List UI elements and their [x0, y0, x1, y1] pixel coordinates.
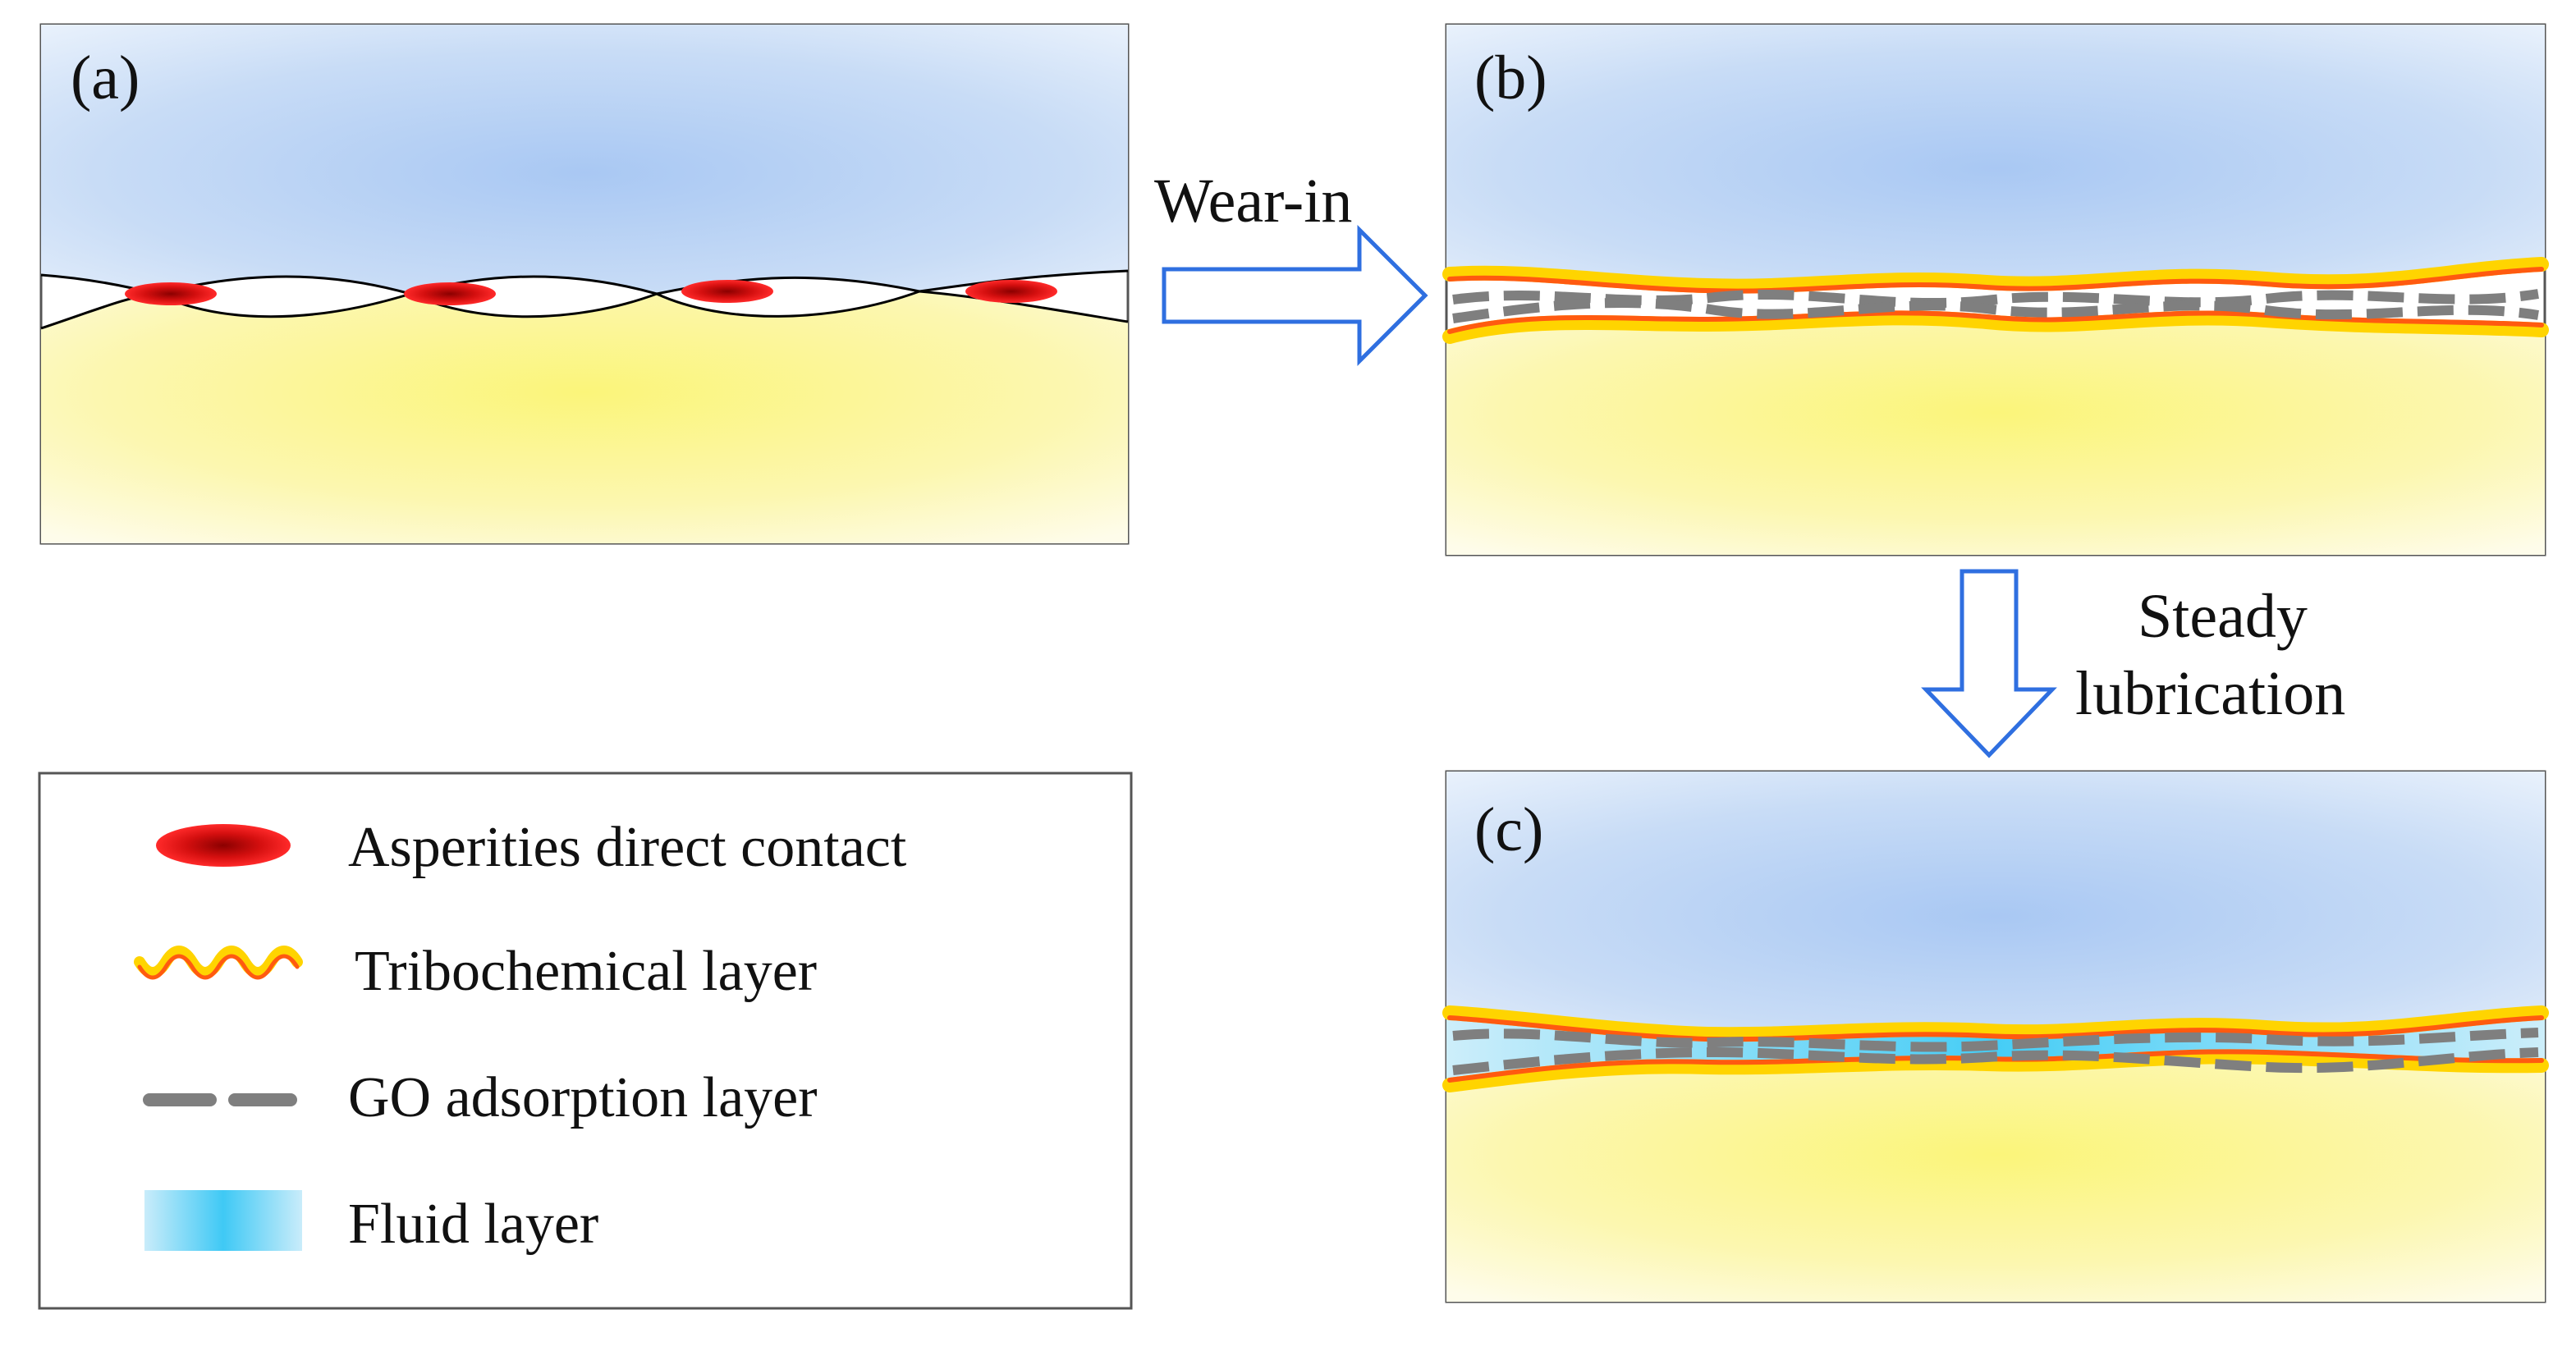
panel-b-upper-tribo-inner [1447, 267, 2544, 294]
panel-c-label: (c) [1474, 795, 1543, 864]
panel-c-upper-tribo-inner [1447, 1015, 2544, 1042]
panel-b-go-layer-lower [1452, 298, 2539, 323]
panel-a: (a) [39, 23, 1130, 545]
panel-c-go-layer-lower [1452, 1046, 2539, 1075]
wear-in-arrow [1162, 224, 1428, 367]
panel-b-lower-tribo-outer [1442, 310, 2549, 344]
panel-b-lower-body [1446, 318, 2545, 555]
panel-a-upper-body [41, 25, 1128, 294]
asperity-contact-2 [404, 282, 496, 305]
panel-c-go-layer-upper [1452, 1028, 2539, 1052]
panel-c-upper-body [1446, 772, 2545, 1035]
contact-ellipse-icon [156, 824, 291, 867]
steady-label-line2: lubrication [2075, 659, 2345, 728]
legend-item-contact: Asperities direct contact [348, 816, 907, 879]
legend-item-fluid: Fluid layer [348, 1193, 598, 1256]
legend: Asperities direct contact Tribochemical … [38, 772, 1133, 1310]
panel-b-lower-tribo-inner [1447, 310, 2544, 334]
panel-b-upper-body [1446, 25, 2545, 286]
panel-c-lower-body [1446, 1056, 2545, 1302]
asperity-contact-4 [965, 280, 1057, 303]
steady-lubrication-step: Steady lubrication [1921, 569, 2345, 758]
panel-c-lower-tribo-outer [1442, 1049, 2549, 1092]
fluid-swatch-icon [144, 1190, 302, 1251]
steady-label-line1: Steady [2138, 582, 2308, 651]
legend-item-tribochemical: Tribochemical layer [355, 940, 817, 1003]
panel-a-label: (a) [71, 44, 140, 112]
tribochemical-wave-icon [134, 946, 303, 980]
panel-b-upper-tribo-outer [1442, 257, 2549, 294]
panel-b: (b) [1442, 23, 2549, 556]
legend-item-go-adsorption: GO adsorption layer [348, 1066, 818, 1129]
panel-c: (c) [1442, 770, 2549, 1303]
steady-lubrication-arrow [1921, 569, 2057, 758]
panel-b-label: (b) [1474, 44, 1547, 112]
wear-in-label: Wear-in [1154, 167, 1352, 236]
asperity-contact-3 [681, 280, 773, 303]
asperity-contact-1 [125, 282, 217, 305]
panel-c-upper-tribo-outer [1442, 1005, 2549, 1042]
panel-a-lower-body [41, 291, 1128, 543]
wear-in-step: Wear-in [1154, 167, 1428, 367]
